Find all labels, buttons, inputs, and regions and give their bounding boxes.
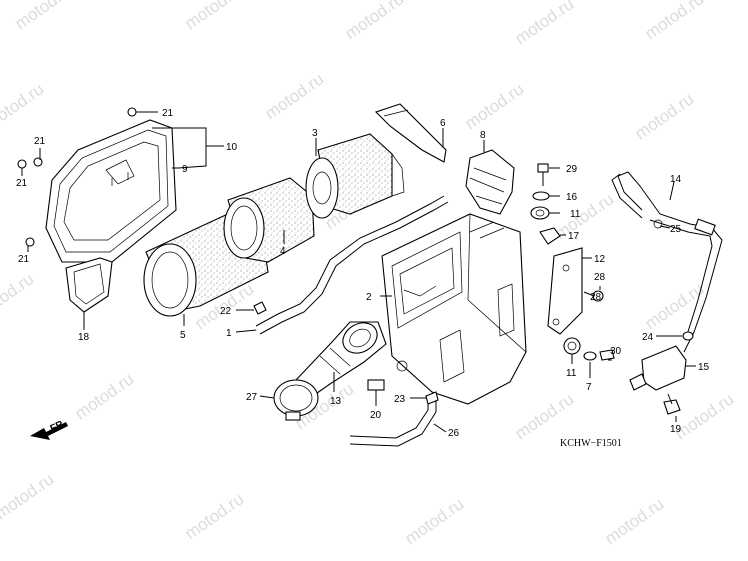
watermark-text: motod.ru: [11, 0, 77, 33]
watermark-text: motod.ru: [341, 0, 407, 43]
bolt-21-left-b: [17, 159, 27, 169]
callout-17: 17: [568, 231, 580, 242]
callout-22: 22: [220, 306, 232, 317]
rubber-11-top: [530, 206, 550, 220]
element-holder-3: [305, 133, 405, 219]
callout-9: 9: [182, 164, 188, 175]
cover-seal-18: [65, 257, 113, 313]
callout-21: 21: [18, 254, 30, 265]
collar-16: [532, 191, 550, 201]
callout-4: 4: [280, 246, 286, 257]
bolt-21-left-a: [33, 157, 43, 167]
leader-lines: [21, 111, 696, 433]
watermark-text: motod.ru: [0, 79, 47, 133]
bolt-28-upper: [583, 290, 604, 302]
bolt-21-top: [127, 107, 150, 117]
callout-23: 23: [394, 394, 406, 405]
callout-6: 6: [440, 118, 446, 129]
diagram-code: KCHW−F1501: [560, 438, 622, 449]
tube-1: [255, 195, 449, 335]
front-arrow-icon: FR.: [30, 418, 68, 440]
air-cleaner-cover: [45, 119, 177, 263]
screw-19: [663, 393, 681, 415]
callout-18: 18: [78, 332, 90, 343]
watermark-text: motod.ru: [631, 89, 697, 143]
clip-23: [425, 391, 439, 405]
callout-27: 27: [246, 392, 258, 403]
watermark-text: motod.ru: [401, 494, 467, 548]
direction-label: FR.: [49, 418, 68, 435]
watermark-text: motod.ru: [601, 494, 667, 548]
callout-10: 10: [226, 142, 238, 153]
callout-11: 11: [570, 209, 581, 220]
rubber-11-lower: [563, 337, 581, 355]
rubber-insulator-8: [465, 149, 515, 215]
callout-21: 21: [16, 178, 28, 189]
callout-29: 29: [566, 164, 578, 175]
callout-28: 28: [590, 292, 602, 303]
callout-16: 16: [566, 192, 578, 203]
callout-25: 25: [670, 224, 682, 235]
callout-1: 1: [226, 328, 232, 339]
clamp-27: [273, 379, 319, 421]
clip-25: [653, 219, 663, 229]
callout-14: 14: [670, 174, 682, 185]
watermark-text: motod.ru: [671, 389, 737, 443]
watermark-text: motod.ru: [461, 79, 527, 133]
watermark-text: motod.ru: [71, 369, 137, 423]
drain-tube-26: [349, 398, 437, 447]
callout-8: 8: [480, 130, 486, 141]
bolt-29: [537, 163, 549, 186]
watermark-text: motod.ru: [641, 0, 707, 43]
clip-20: [367, 379, 385, 391]
callout-15: 15: [698, 362, 710, 373]
air-cleaner-case-2: [381, 213, 527, 405]
callout-3: 3: [312, 128, 318, 139]
callout-30: 30: [610, 346, 622, 357]
watermark-text: motod.ru: [0, 269, 37, 323]
watermark-text: motod.ru: [641, 279, 707, 333]
watermark-text: motod.ru: [181, 489, 247, 543]
callout-21: 21: [34, 136, 46, 147]
watermark-text: motod.ru: [261, 69, 327, 123]
callout-2: 2: [366, 292, 372, 303]
callout-21: 21: [162, 108, 174, 119]
watermark-text: motod.ru: [511, 0, 577, 48]
drain-15: [629, 345, 687, 391]
callout-13: 13: [330, 396, 342, 407]
callout-5: 5: [180, 330, 186, 341]
watermark-text: motod.ru: [511, 389, 577, 443]
callout-19: 19: [670, 424, 682, 435]
callout-11: 11: [566, 368, 577, 379]
callout-28: 28: [594, 272, 606, 283]
callout-labels: 21 10 9 21 21 21 18 5 4 3 6 8 29 16 11 1…: [16, 108, 710, 439]
clip-24: [682, 331, 694, 341]
collar-7: [583, 351, 597, 361]
clip-17: [539, 227, 561, 245]
watermark-text: motod.ru: [0, 469, 57, 523]
callout-20: 20: [370, 410, 382, 421]
watermark-text: motod.ru: [181, 0, 247, 33]
callout-26: 26: [448, 428, 460, 439]
callout-24: 24: [642, 332, 654, 343]
breather-tube-14: [611, 171, 723, 353]
connecting-tube-13: [295, 321, 387, 399]
bracket-12: [547, 247, 583, 335]
callout-12: 12: [594, 254, 606, 265]
bolt-21-lower: [25, 237, 35, 247]
bracket-6: [374, 103, 447, 163]
filter-element-4: [223, 177, 315, 263]
bolt-30: [599, 349, 615, 361]
clip-22: [253, 301, 267, 315]
callout-7: 7: [586, 382, 592, 393]
